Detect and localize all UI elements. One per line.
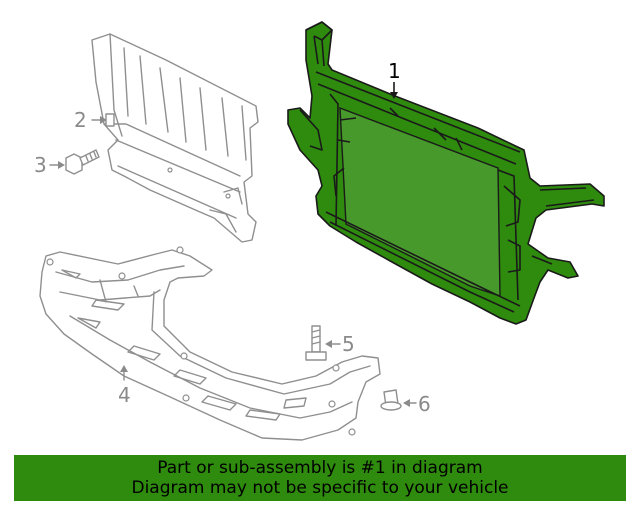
callout-3-label: 3 [34, 153, 47, 177]
bolt-part-5 [305, 325, 327, 361]
nut-part-6 [380, 389, 402, 411]
under-cover-inner-lines [55, 265, 371, 419]
radiator-support-top-bracket [305, 21, 333, 67]
radiator-support-outline [287, 21, 605, 325]
air-guide-hole [167, 167, 173, 173]
bolt-5-flange [305, 351, 327, 361]
nut-6-flange [380, 401, 402, 411]
under-cover-hole [46, 258, 54, 266]
under-cover-hole [182, 394, 190, 402]
air-guide-hole [225, 193, 231, 199]
radiator-support-lower-rail [325, 211, 521, 313]
info-banner-line-2: Diagram may not be specific to your vehi… [131, 478, 509, 498]
air-guide-part [91, 33, 259, 243]
air-guide-ribs [103, 33, 247, 233]
callout-2-arrowhead [100, 116, 107, 124]
callout-4-arrowhead [120, 365, 128, 372]
callout-1-arrowhead [390, 92, 398, 99]
info-banner-background [14, 455, 626, 501]
info-banner-line-1: Part or sub-assembly is #1 in diagram [157, 458, 483, 478]
callout-3-arrowhead [58, 161, 65, 169]
radiator-support-side-details [299, 107, 595, 301]
radiator-support-upper-rail [315, 71, 521, 227]
under-cover-hole [328, 400, 336, 408]
radiator-support-window [339, 106, 501, 297]
under-cover-vents [61, 269, 307, 421]
callout-6-arrowhead [403, 399, 410, 407]
bolt-part-3 [65, 149, 100, 175]
air-guide-outline [91, 33, 259, 243]
under-cover-hole [332, 364, 340, 372]
under-cover-hole [348, 428, 356, 436]
callout-5-arrowhead [325, 340, 332, 348]
bolt-3-head [65, 153, 83, 175]
callout-4-label: 4 [118, 383, 131, 407]
bolt-5-threads [311, 329, 321, 345]
clip-part-2 [105, 113, 115, 127]
callout-1-label: 1 [388, 59, 401, 83]
radiator-support-part-1[interactable] [287, 21, 605, 325]
info-banner: Part or sub-assembly is #1 in diagram Di… [14, 455, 626, 501]
callout-2-label: 2 [74, 108, 87, 132]
callout-6-label: 6 [418, 392, 431, 416]
under-cover-hole [118, 272, 126, 280]
bolt-3-threads [85, 151, 97, 162]
under-cover-hole [180, 352, 188, 360]
under-cover-part-4 [39, 246, 381, 441]
under-cover-hole [176, 246, 184, 254]
callout-5-label: 5 [342, 332, 355, 356]
